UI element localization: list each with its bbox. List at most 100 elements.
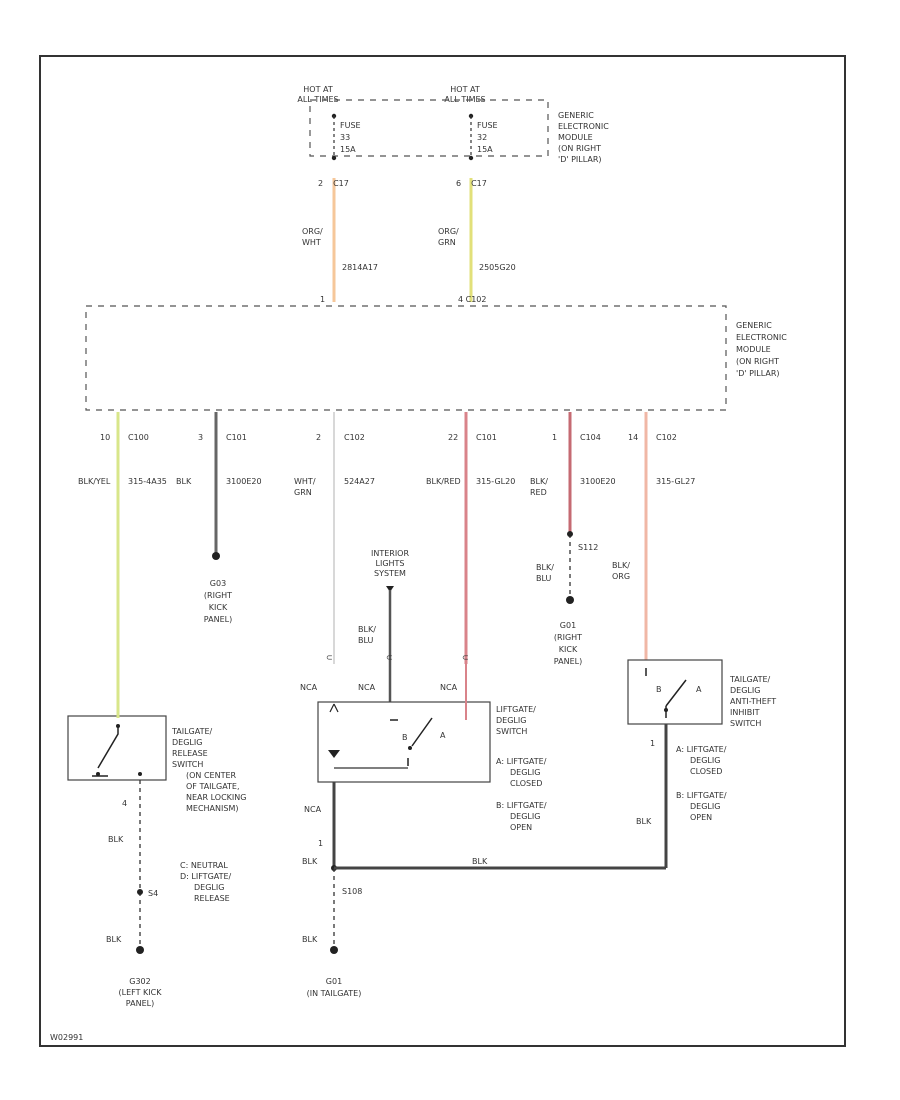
gem-pin-number-5: 1 <box>552 433 557 442</box>
mid-conn-mark-2: ⊂ <box>462 653 469 662</box>
fuse-left-bottom-dot <box>331 155 337 161</box>
mid-pin-bottom: 1 <box>318 839 323 848</box>
mid-nca-1: NCA <box>300 683 318 692</box>
right-switch-wire-above: BLK/ORG <box>612 561 630 581</box>
gem-pin-number-1: 10 <box>100 433 110 442</box>
gem-pin-connector-6: C102 <box>656 433 677 442</box>
gem-pin-circuit-1: 315-4A35 <box>128 477 167 486</box>
wire-right-color: ORG/GRN <box>438 227 459 247</box>
ground-g201-dot <box>566 596 574 604</box>
gem-pin-circuit-3: 524A27 <box>344 477 375 486</box>
interior-connector-mark: ⊂ <box>386 653 393 662</box>
mid-wire-ground: BLK <box>302 935 318 944</box>
gem-pin-connector-5: C104 <box>580 433 601 442</box>
left-switch-c-dot <box>96 772 100 776</box>
wire-left-circuit: 2814A17 <box>342 263 378 272</box>
mid-nca-3: NCA <box>440 683 458 692</box>
gem-pin-number-6: 14 <box>628 433 638 442</box>
mid-switch-arrow <box>329 703 339 713</box>
right-wire-horiz-label: BLK <box>472 857 488 866</box>
mid-conn-mark-1: ⊂ <box>326 653 333 662</box>
wire-blk-blu-label: BLK/BLU <box>536 563 554 583</box>
gem-pin-wire-color-4: BLK/RED <box>426 477 461 486</box>
gem-pin-number-2: 3 <box>198 433 203 442</box>
diagram-frame <box>39 55 846 1047</box>
gem-pin-circuit-4: 315-GL20 <box>476 477 515 486</box>
gem-pin-wire-color-1: BLK/YEL <box>78 477 111 486</box>
mid-pin-b: B <box>402 733 408 742</box>
ground-g301-label: G01(IN TAILGATE) <box>307 977 362 998</box>
gem-pin-number-3: 2 <box>316 433 321 442</box>
gem-module-outline <box>85 305 727 411</box>
mid-switch-box <box>317 701 491 783</box>
ground-g302-dot <box>136 946 144 954</box>
mid-switch-contact <box>390 717 433 766</box>
mid-nca-below: NCA <box>304 805 322 814</box>
diagram-footer-id: W02991 <box>50 1033 83 1042</box>
fuse-right-bottom-dot <box>468 155 474 161</box>
ground-g301-dot <box>330 946 338 954</box>
right-pin-a: A <box>696 685 702 694</box>
right-wire-below: BLK <box>636 817 652 826</box>
splice-s112-label: S112 <box>578 543 598 552</box>
mid-nca-2: NCA <box>358 683 376 692</box>
left-switch-d-dot <box>138 772 142 776</box>
wire-left-color: ORG/WHT <box>302 227 323 247</box>
wire-right-circuit: 2505G20 <box>479 263 516 272</box>
fuse-box-outline <box>309 99 549 157</box>
gem-pin-connector-2: C101 <box>226 433 247 442</box>
gem-pin-connector-1: C100 <box>128 433 149 442</box>
right-switch-pivot <box>664 708 668 712</box>
ground-g203-dot <box>212 552 220 560</box>
gem-pin-circuit-2: 3100E20 <box>226 477 262 486</box>
gem-pin-wire-color-2: BLK <box>176 477 192 486</box>
gem-top-conn-left: 1 <box>320 295 325 304</box>
left-switch-wire-ground: BLK <box>106 935 122 944</box>
gem-pin-number-4: 22 <box>448 433 458 442</box>
left-switch-contact <box>92 726 119 777</box>
gem-pin-circuit-6: 315-GL27 <box>656 477 695 486</box>
interior-wire-label: BLK/BLU <box>358 625 376 645</box>
mid-switch-pivot <box>408 746 412 750</box>
right-pin-b: B <box>656 685 662 694</box>
gem-pin-wire-color-5: BLK/RED <box>530 477 548 497</box>
mid-wire-below: BLK <box>302 857 318 866</box>
gem-pin-wire-color-3: WHT/GRN <box>294 477 316 497</box>
splice-s4-label: S4 <box>148 889 158 898</box>
gem-pin-circuit-5: 3100E20 <box>580 477 616 486</box>
left-switch-pivot <box>116 724 120 728</box>
right-switch-box <box>627 659 723 725</box>
mid-pin-a: A <box>440 731 446 740</box>
left-switch-wire-below: BLK <box>108 835 124 844</box>
splice-s112-dot <box>567 531 573 537</box>
left-switch-pin: 4 <box>122 799 127 808</box>
splice-s108-label: S108 <box>342 887 362 896</box>
mid-switch-ground-arrow <box>328 750 340 758</box>
right-pin-bottom: 1 <box>650 739 655 748</box>
splice-s4-dot <box>137 889 143 895</box>
gem-pin-connector-4: C101 <box>476 433 497 442</box>
